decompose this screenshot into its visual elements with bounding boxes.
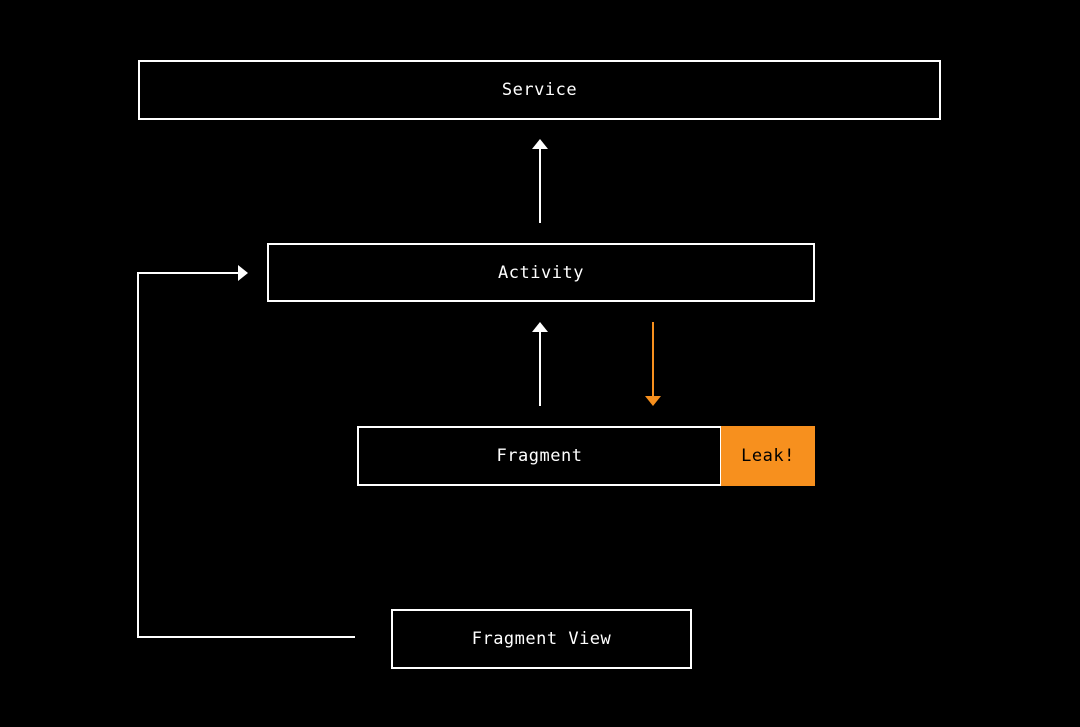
fragment-view-label: Fragment View	[471, 629, 612, 649]
arrow-fragment-view-to-activity	[137, 265, 355, 638]
arrow-activity-to-service	[532, 139, 548, 223]
activity-node: Activity	[267, 243, 815, 302]
leak-badge: Leak!	[721, 426, 815, 486]
service-label: Service	[501, 80, 578, 100]
service-node: Service	[138, 60, 941, 120]
arrow-leak-activity-to-fragment	[645, 322, 661, 406]
activity-label: Activity	[498, 262, 584, 283]
leak-badge-label: Leak!	[741, 446, 795, 466]
fragment-view-node: Fragment View	[391, 609, 692, 669]
arrow-fragment-to-activity	[532, 322, 548, 406]
fragment-label: Fragment	[496, 446, 583, 466]
